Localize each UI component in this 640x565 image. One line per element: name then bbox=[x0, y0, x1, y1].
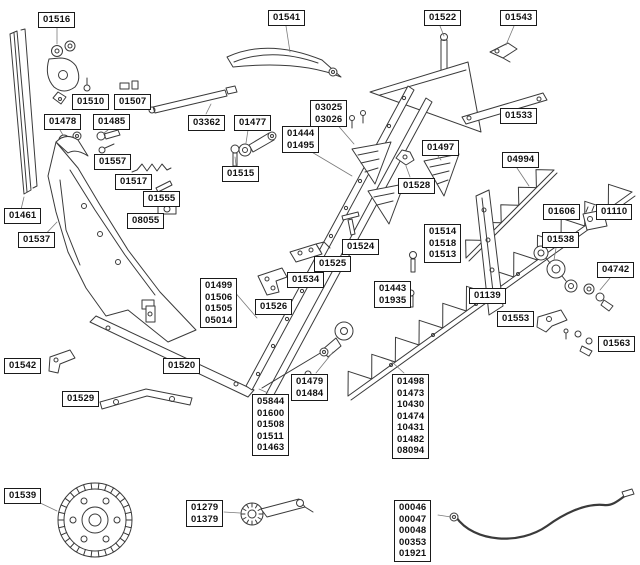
pin-drawing-1557 bbox=[98, 143, 115, 154]
wear-bar-drawing bbox=[99, 388, 193, 410]
plate-drawing bbox=[289, 243, 323, 263]
cable-drawing bbox=[449, 488, 635, 540]
bushing-drawing bbox=[157, 203, 177, 215]
small-hardware-drawing bbox=[83, 77, 139, 92]
knife-sections-drawing bbox=[351, 141, 460, 225]
spring-drawing bbox=[131, 163, 172, 173]
lever-assembly-drawing bbox=[240, 498, 314, 526]
lifter-arm-drawing bbox=[226, 47, 342, 78]
pin-drawing-1555 bbox=[155, 180, 173, 193]
knife-clip-drawing bbox=[395, 149, 415, 166]
bearing-drawing-4742 bbox=[583, 283, 614, 312]
bolt-drawing-1443 bbox=[407, 289, 415, 308]
bracket-drawing-1526 bbox=[257, 267, 288, 296]
outer-shoe-drawing bbox=[475, 189, 504, 316]
left-bar-drawing bbox=[9, 28, 38, 195]
small-bits-drawing-1563 bbox=[574, 330, 593, 357]
small-bracket-drawing bbox=[489, 42, 518, 63]
bolt-drawing-1514 bbox=[409, 251, 417, 273]
rod-drawing bbox=[148, 85, 238, 114]
skid-bracket-drawing bbox=[48, 349, 76, 374]
t-bolt-drawing bbox=[341, 211, 360, 236]
pitman-strap-drawing bbox=[533, 245, 578, 293]
inner-shoe-drawing bbox=[47, 136, 197, 343]
drive-disc-drawing bbox=[57, 482, 133, 558]
bolt-drawing-1485 bbox=[96, 129, 121, 141]
rivets-drawing bbox=[349, 110, 366, 129]
bolt-drawing-1515 bbox=[230, 144, 240, 167]
link-drawing bbox=[238, 131, 277, 157]
clevis-drawing bbox=[46, 40, 80, 105]
bracket-drawing-1553 bbox=[536, 309, 569, 340]
